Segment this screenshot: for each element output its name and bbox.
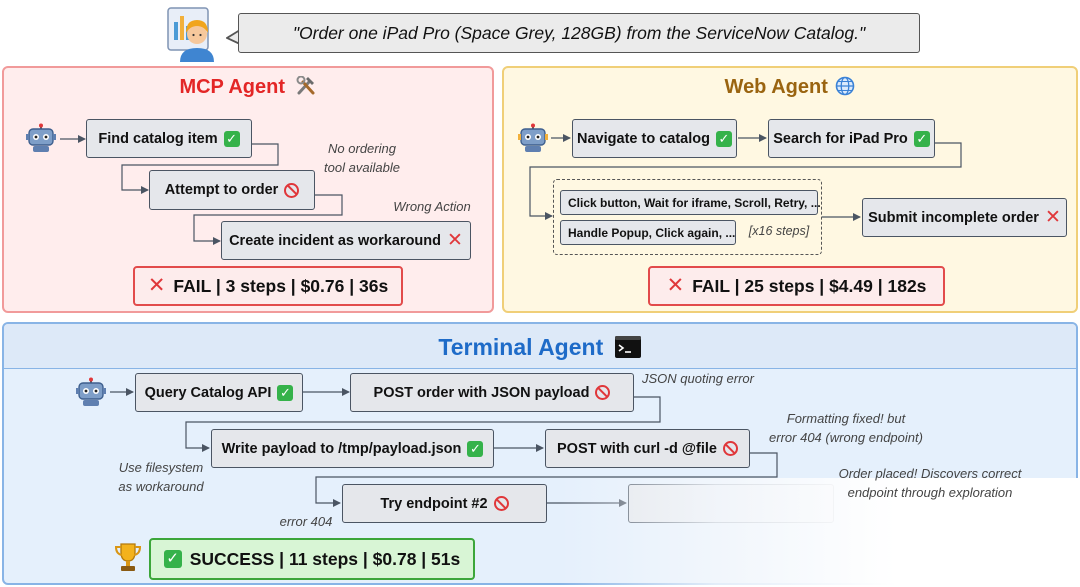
prohibited-icon (493, 496, 509, 511)
web-loop-item-click: Click button, Wait for iframe, Scroll, R… (560, 190, 821, 215)
web-loop-item-popup: Handle Popup, Click again, ... (560, 220, 736, 245)
mcp-robot-icon (26, 123, 56, 158)
mcp-result: ✕ FAIL | 3 steps | $0.76 | 36s (133, 266, 403, 306)
term-step-query-api: Query Catalog API ✓ (135, 373, 303, 412)
web-result: ✕ FAIL | 25 steps | $4.49 | 182s (648, 266, 945, 306)
term-step-endpoint-2: Try endpoint #2 (342, 484, 547, 523)
term-note-json-error: JSON quoting error (642, 371, 754, 386)
task-prompt: "Order one iPad Pro (Space Grey, 128GB) … (238, 13, 920, 53)
task-prompt-text: "Order one iPad Pro (Space Grey, 128GB) … (292, 22, 866, 43)
web-robot-icon (518, 123, 548, 158)
web-step-submit: Submit incomplete order ✕ (862, 198, 1067, 237)
check-icon: ✓ (467, 440, 484, 457)
globe-icon (835, 76, 855, 96)
mcp-note-no-tool: No ordering tool available (324, 141, 400, 175)
web-step-search: Search for iPad Pro ✓ (768, 119, 935, 158)
cross-icon: ✕ (1044, 206, 1061, 228)
cross-icon: ✕ (147, 274, 166, 297)
terminal-robot-icon (76, 377, 106, 412)
web-title: Web Agent (504, 76, 1076, 99)
check-icon: ✓ (277, 384, 294, 401)
web-loop-group (553, 179, 822, 255)
cross-icon: ✕ (447, 229, 463, 251)
term-step-write-payload: Write payload to /tmp/payload.json ✓ (211, 429, 494, 468)
user-avatar (166, 4, 224, 62)
prohibited-icon (284, 182, 300, 198)
cross-icon: ✕ (666, 274, 685, 297)
prohibited-icon (722, 441, 738, 456)
speech-bubble-tail (225, 28, 241, 46)
term-step-post-json: POST order with JSON payload (350, 373, 634, 412)
check-icon: ✓ (163, 550, 182, 568)
check-icon: ✓ (223, 130, 240, 147)
term-note-filesystem: Use filesystem as workaround (118, 460, 204, 494)
term-note-formatting: Formatting fixed! but error 404 (wrong e… (769, 411, 923, 445)
terminal-icon (614, 335, 642, 359)
prohibited-icon (595, 385, 611, 400)
check-icon: ✓ (715, 130, 732, 147)
web-loop-count: [x16 steps] (748, 224, 810, 238)
web-step-navigate: Navigate to catalog ✓ (572, 119, 737, 158)
mcp-note-wrong-action: Wrong Action (393, 199, 471, 214)
terminal-result: ✓ SUCCESS | 11 steps | $0.78 | 51s (149, 538, 475, 580)
mcp-title: MCP Agent (4, 76, 492, 99)
terminal-title-bar (4, 324, 1076, 369)
term-note-error-404: error 404 (279, 514, 333, 529)
hammer-wrench-icon (295, 76, 317, 96)
mcp-step-create-incident: Create incident as workaround ✕ (221, 221, 471, 260)
mcp-step-attempt-order: Attempt to order (149, 170, 315, 210)
terminal-fade-overlay (560, 478, 1078, 585)
check-icon: ✓ (913, 130, 930, 147)
term-step-curl: POST with curl -d @file (545, 429, 750, 468)
term-note-order-placed: Order placed! Discovers correct endpoint… (838, 466, 1022, 500)
terminal-title: Terminal Agent (4, 334, 1076, 361)
trophy-icon (112, 541, 144, 578)
mcp-step-find-catalog: Find catalog item ✓ (86, 119, 252, 158)
